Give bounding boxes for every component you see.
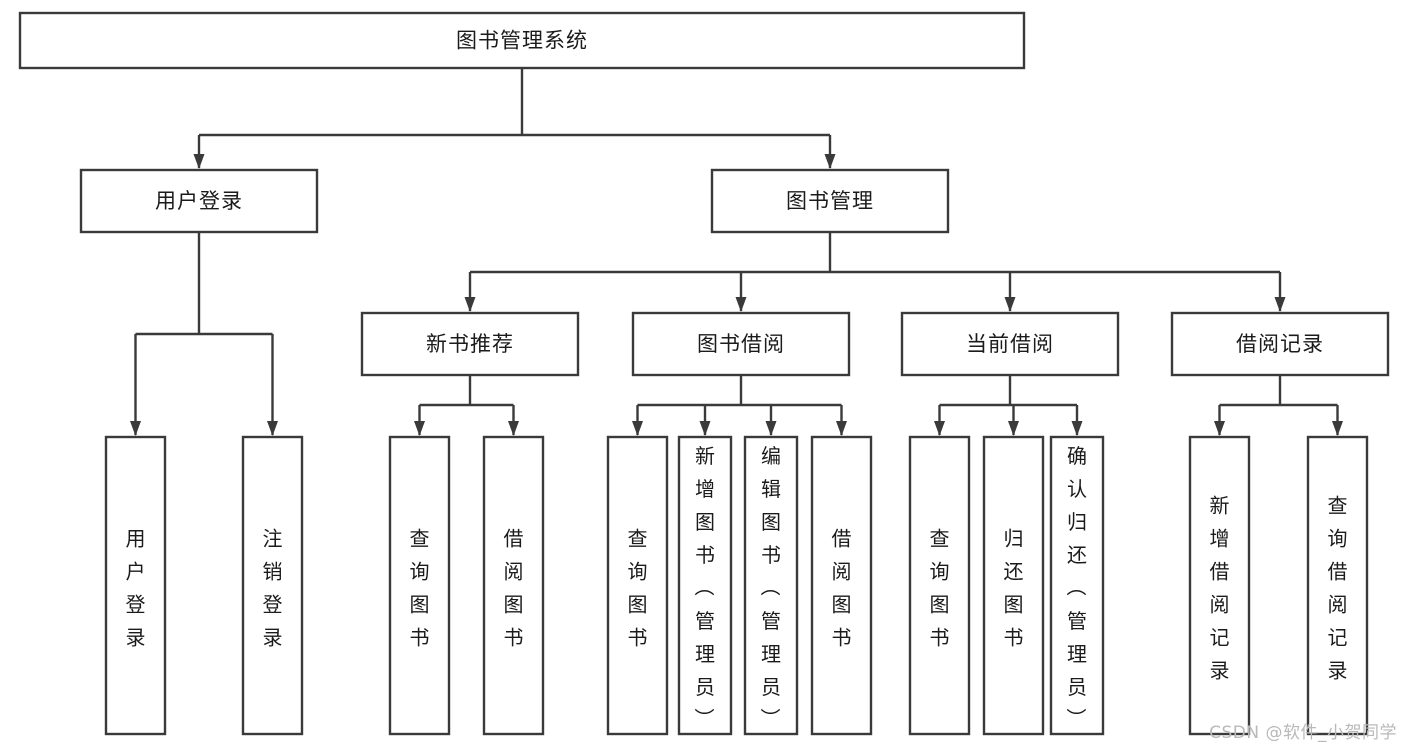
arrow-head-icon — [1004, 297, 1016, 312]
node-label: 查询图书 — [628, 527, 648, 650]
node-new-book-recommend[interactable]: 新书推荐 — [360, 311, 580, 377]
arrow-head-icon — [508, 421, 519, 436]
node-label: 图书管理系统 — [456, 29, 588, 53]
arrow-head-icon — [1214, 421, 1225, 436]
node-label: 注销登录 — [263, 527, 283, 650]
node-box — [104, 435, 167, 736]
node-box — [710, 168, 950, 234]
nodes-layer: 图书管理系统用户登录图书管理新书推荐图书借阅当前借阅借阅记录用户登录注销登录查询… — [18, 11, 1390, 736]
node-box — [900, 311, 1120, 377]
node-label: 借阅图书 — [504, 527, 524, 650]
arrow-head-icon — [1071, 421, 1083, 436]
arrow-head-icon — [130, 421, 141, 436]
node-box — [908, 435, 971, 736]
arrow-head-icon — [193, 154, 205, 169]
node-label: 借阅记录 — [1236, 332, 1324, 356]
node-label: 借阅图书 — [832, 527, 852, 650]
node-leaf-query-book-rec[interactable]: 查询图书 — [388, 435, 451, 736]
node-label: 编辑图书（管理员） — [760, 444, 781, 732]
node-label: 查询借阅记录 — [1328, 494, 1348, 683]
node-box — [18, 11, 1026, 70]
node-box — [1049, 435, 1105, 736]
node-box — [1170, 311, 1390, 377]
arrow-head-icon — [1274, 297, 1286, 312]
arrow-head-icon — [836, 421, 847, 436]
node-label: 归还图书 — [1004, 527, 1024, 650]
node-label: 新书推荐 — [426, 332, 514, 356]
node-label: 新增图书（管理员） — [694, 444, 715, 732]
node-borrow-records[interactable]: 借阅记录 — [1170, 311, 1390, 377]
node-leaf-confirm-return-admin[interactable]: 确认归还（管理员） — [1049, 435, 1105, 736]
connector-lines-layer — [130, 68, 1343, 436]
node-leaf-borrow-book[interactable]: 借阅图书 — [810, 435, 873, 736]
node-leaf-borrow-book-rec[interactable]: 借阅图书 — [482, 435, 545, 736]
node-box — [606, 435, 669, 736]
arrow-head-icon — [1008, 421, 1019, 436]
arrow-head-icon — [735, 297, 747, 312]
node-box — [743, 435, 799, 736]
node-leaf-query-book-current[interactable]: 查询图书 — [908, 435, 971, 736]
csdn-watermark: CSDN @软件_小贺同学 — [1209, 723, 1397, 743]
node-label: 当前借阅 — [966, 332, 1054, 356]
arrow-head-icon — [267, 421, 278, 436]
node-label: 用户登录 — [155, 189, 243, 213]
arrow-head-icon — [414, 421, 425, 436]
node-box — [1306, 435, 1369, 736]
node-box — [360, 311, 580, 377]
arrow-head-icon — [934, 421, 945, 436]
node-box — [482, 435, 545, 736]
node-label: 图书管理 — [786, 189, 874, 213]
node-root-root[interactable]: 图书管理系统 — [18, 11, 1026, 70]
node-current-borrow[interactable]: 当前借阅 — [900, 311, 1120, 377]
node-leaf-add-borrow-record[interactable]: 新增借阅记录 — [1188, 435, 1251, 736]
arrow-head-icon — [699, 421, 711, 436]
node-box — [982, 435, 1045, 736]
arrow-head-icon — [824, 154, 836, 169]
node-label: 新增借阅记录 — [1210, 494, 1230, 683]
arrow-head-icon — [632, 421, 643, 436]
arrow-head-icon — [464, 297, 476, 312]
node-leaf-return-book[interactable]: 归还图书 — [982, 435, 1045, 736]
node-label: 用户登录 — [126, 527, 146, 650]
node-label: 图书借阅 — [697, 332, 785, 356]
node-user-login[interactable]: 用户登录 — [79, 168, 319, 234]
node-box — [631, 311, 851, 377]
node-box — [388, 435, 451, 736]
node-leaf-add-book-admin[interactable]: 新增图书（管理员） — [677, 435, 733, 736]
node-leaf-query-borrow-record[interactable]: 查询借阅记录 — [1306, 435, 1369, 736]
node-book-borrow[interactable]: 图书借阅 — [631, 311, 851, 377]
node-box — [677, 435, 733, 736]
node-label: 确认归还（管理员） — [1066, 444, 1087, 732]
node-box — [810, 435, 873, 736]
node-leaf-query-book-borrow[interactable]: 查询图书 — [606, 435, 669, 736]
node-box — [241, 435, 304, 736]
node-book-management[interactable]: 图书管理 — [710, 168, 950, 234]
node-leaf-edit-book-admin[interactable]: 编辑图书（管理员） — [743, 435, 799, 736]
node-leaf-logout[interactable]: 注销登录 — [241, 435, 304, 736]
node-box — [79, 168, 319, 234]
node-leaf-user-login[interactable]: 用户登录 — [104, 435, 167, 736]
arrow-head-icon — [765, 421, 777, 436]
node-label: 查询图书 — [410, 527, 430, 650]
arrow-head-icon — [1332, 421, 1343, 436]
node-label: 查询图书 — [930, 527, 950, 650]
node-box — [1188, 435, 1251, 736]
